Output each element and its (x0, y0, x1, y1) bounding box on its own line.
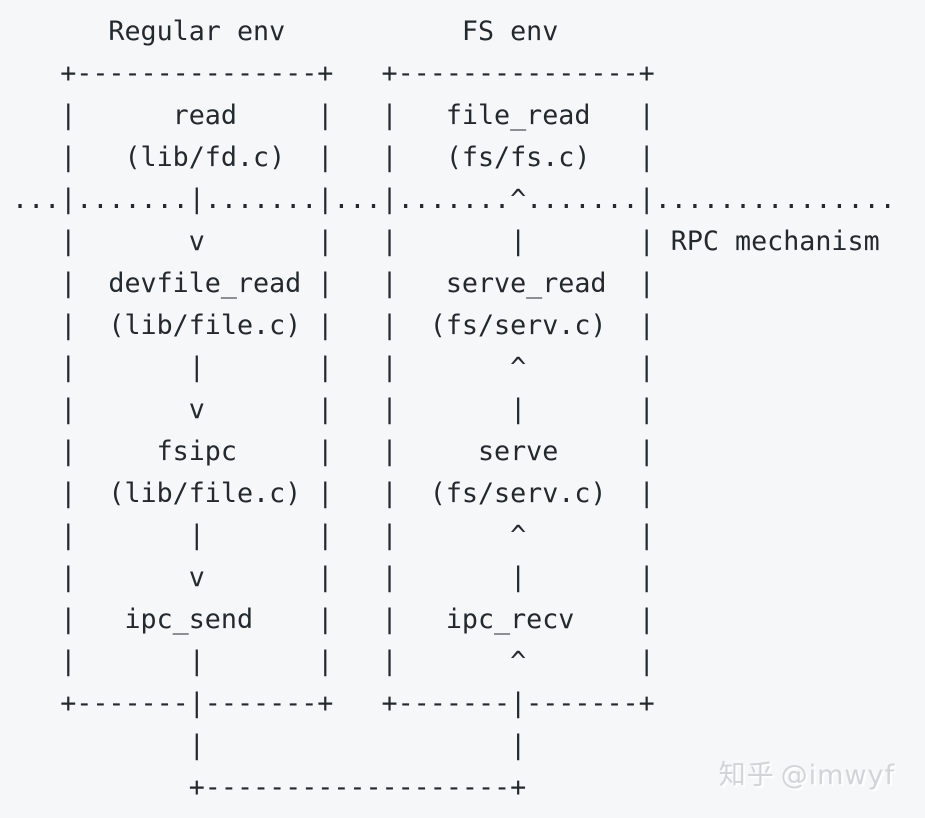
env-headers-line: Regular env FS env (12, 16, 559, 47)
ascii-line: | v | | | | (12, 394, 655, 425)
ascii-line: | | | | ^ | (12, 646, 655, 677)
ascii-line: | (lib/file.c) | | (fs/serv.c) | (12, 478, 655, 509)
ascii-line: +-------|-------+ +-------|-------+ (12, 688, 655, 719)
ascii-line: | fsipc | | serve | (12, 436, 655, 467)
ascii-line: +-------------------+ (12, 772, 527, 803)
ascii-line: | devfile_read | | serve_read | (12, 268, 655, 299)
rpc-boundary-dotted-line: ...|.......|.......|...|.......^.......|… (12, 184, 896, 215)
ascii-line: | v | | | | (12, 562, 655, 593)
ascii-line: | | | | ^ | (12, 520, 655, 551)
ascii-line: | | (12, 730, 527, 761)
ascii-line: | (lib/fd.c) | | (fs/fs.c) | (12, 142, 655, 173)
ascii-rpc-diagram: Regular env FS env +---------------+ +--… (12, 11, 896, 809)
ascii-line: | (lib/file.c) | | (fs/serv.c) | (12, 310, 655, 341)
watermark-site: 知乎 (718, 760, 775, 791)
rpc-mechanism-line: | v | | | | RPC mechanism (12, 226, 880, 257)
ascii-line: | read | | file_read | (12, 100, 655, 131)
ascii-line: +---------------+ +---------------+ (12, 58, 655, 89)
watermark-handle: @imwyf (780, 760, 895, 791)
ascii-line: | | | | ^ | (12, 352, 655, 383)
ascii-line: | ipc_send | | ipc_recv | (12, 604, 655, 635)
watermark: 知乎@imwyf (719, 753, 895, 792)
